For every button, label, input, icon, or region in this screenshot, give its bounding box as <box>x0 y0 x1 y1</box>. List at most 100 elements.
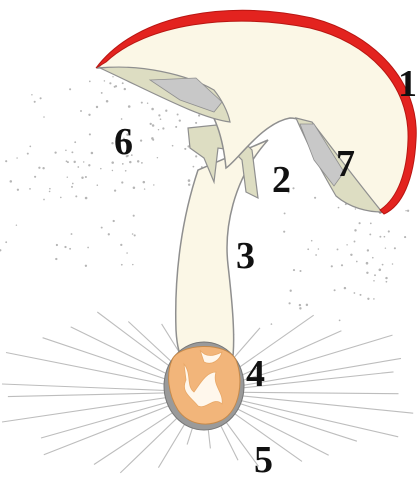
spore-dot <box>334 289 336 291</box>
spore-dot <box>339 320 341 322</box>
spore-dot <box>71 233 73 235</box>
spore-dot <box>318 248 320 250</box>
spore-dot <box>125 170 127 172</box>
spore-dot <box>91 152 94 155</box>
label-cap: 1 <box>398 63 417 105</box>
spore-dot <box>374 274 376 276</box>
spore-dot <box>114 86 116 88</box>
spore-dot <box>126 252 128 254</box>
spore-dot <box>360 294 362 296</box>
spore-dot <box>80 110 82 112</box>
spore-dot <box>158 129 159 130</box>
spore-dot <box>143 181 146 184</box>
spore-dot <box>5 160 7 162</box>
spore-dot <box>69 248 71 250</box>
spore-dot <box>283 231 285 233</box>
spore-dot <box>292 187 294 189</box>
spore-dot <box>306 304 308 306</box>
spore-dot <box>152 124 155 127</box>
label-mycelium: 5 <box>254 439 273 478</box>
spore-dot <box>299 304 301 306</box>
spore-dot <box>344 287 346 289</box>
spore-dot <box>101 227 103 229</box>
spore-dot <box>140 139 142 141</box>
spore-dot <box>141 102 143 104</box>
spore-dot <box>71 151 73 153</box>
spore-dot <box>386 281 388 283</box>
spore-dot <box>16 224 17 225</box>
spore-dot <box>160 118 162 120</box>
spore-dot <box>85 265 87 267</box>
spore-dot <box>369 233 371 235</box>
spore-dot <box>141 162 143 164</box>
spore-dot <box>379 236 381 238</box>
spore-dot <box>147 103 148 104</box>
spore-dot <box>85 176 87 178</box>
spore-dot <box>370 223 372 225</box>
spore-dot <box>29 146 31 148</box>
spore-dot <box>65 150 67 152</box>
spore-dot <box>114 189 116 191</box>
spore-dot <box>75 195 77 197</box>
spore-dot <box>85 197 88 200</box>
label-volva: 4 <box>246 353 265 395</box>
spore-dot <box>356 261 358 263</box>
spore-dot <box>100 168 102 170</box>
spore-dot <box>271 323 273 325</box>
spore-dot <box>388 230 390 232</box>
spore-dot <box>384 236 386 238</box>
label-stem: 3 <box>236 235 255 277</box>
spore-dot <box>0 249 1 251</box>
spore-dot <box>89 133 91 135</box>
spore-dot <box>87 247 89 249</box>
spore-dot <box>314 197 316 199</box>
spore-dot <box>43 199 45 201</box>
spore-dot <box>177 114 179 116</box>
spore-dot <box>151 108 154 111</box>
spore-dot <box>405 210 406 211</box>
spore-dot <box>341 264 343 266</box>
spore-dot <box>38 167 40 169</box>
spore-dot <box>77 166 79 168</box>
spore-dot <box>34 176 36 178</box>
spore-dot <box>89 164 90 165</box>
spore-dot <box>188 183 190 185</box>
spore-dot <box>42 167 44 169</box>
spore-dot <box>108 233 110 235</box>
spore-dot <box>106 100 109 103</box>
spore-dot <box>337 248 339 250</box>
spore-dot <box>299 270 301 272</box>
spore-dot <box>88 114 90 116</box>
spore-dot <box>113 220 115 222</box>
spore-dot <box>150 123 152 125</box>
spore-dot <box>366 262 369 265</box>
spore-dot <box>331 265 333 267</box>
spore-dot <box>121 118 123 120</box>
spore-dot <box>382 264 384 266</box>
spore-dot <box>49 191 51 193</box>
spore-dot <box>104 80 106 82</box>
spore-dot <box>43 116 45 118</box>
spore-dot <box>165 110 167 112</box>
spore-dot <box>158 114 160 116</box>
spore-dot <box>137 160 139 162</box>
spore-dot <box>354 229 356 231</box>
spore-dot <box>89 81 91 83</box>
spore-dot <box>172 145 174 147</box>
spore-dot <box>354 241 356 243</box>
spore-dot <box>290 290 292 292</box>
spore-dot <box>72 183 74 185</box>
spore-dot <box>17 189 19 191</box>
spore-dot <box>367 249 369 251</box>
spore-dot <box>407 210 409 212</box>
spore-dot <box>144 188 145 189</box>
spore-dot <box>153 184 154 185</box>
spore-dot <box>122 82 124 84</box>
spore-dot <box>293 269 295 271</box>
spore-dot <box>379 269 382 272</box>
spore-dot <box>69 88 71 90</box>
spore-dot <box>49 188 51 190</box>
label-ring: 2 <box>272 159 291 201</box>
spore-dot <box>71 186 73 188</box>
